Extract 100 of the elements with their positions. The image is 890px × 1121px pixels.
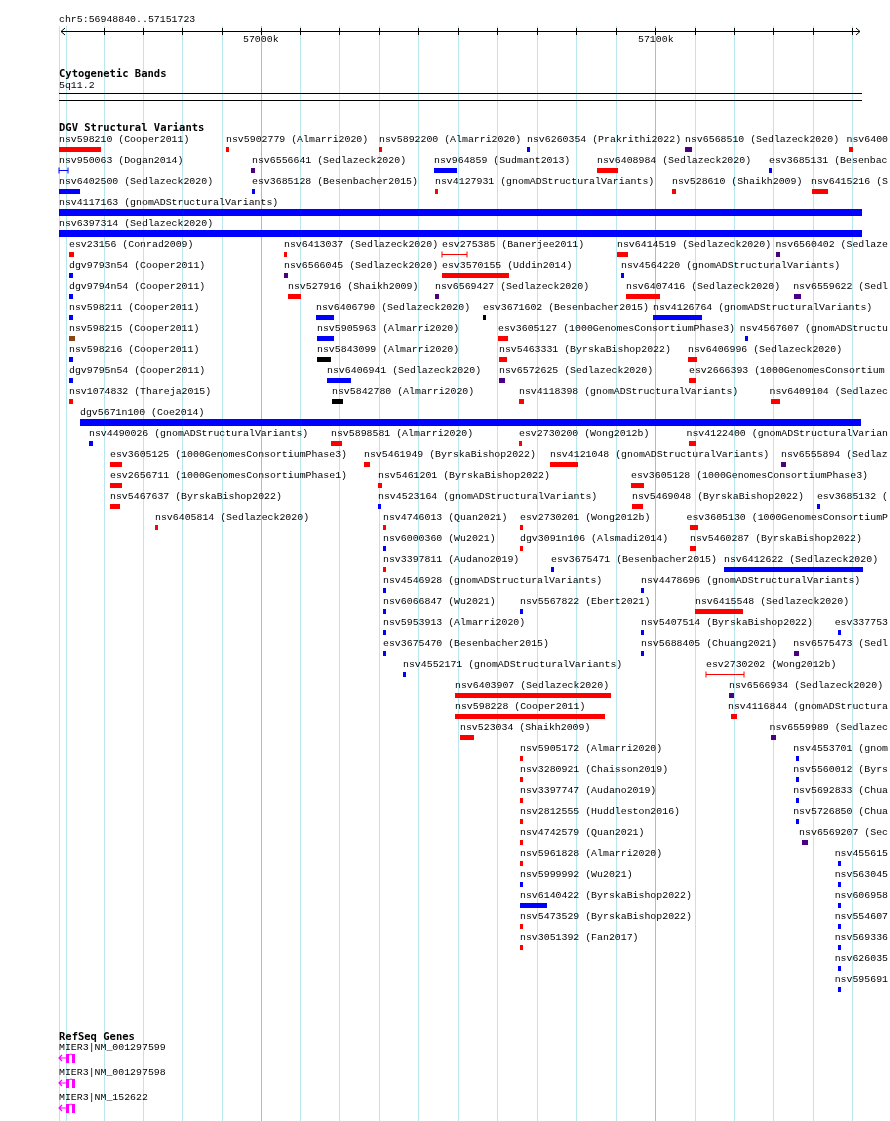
gene-label: MIER3|NM_001297598	[59, 1067, 166, 1079]
variant-label: nsv5567822 (Ebert2021)	[520, 596, 651, 608]
variant-label: nsv6569207 (Sec	[799, 827, 888, 839]
variant-label: nsv6566045 (Sedlazeck2020)	[284, 260, 439, 272]
variant-label: nsv598216 (Cooper2011)	[69, 344, 200, 356]
variant-label: nsv5905172 (Almarri2020)	[520, 743, 663, 755]
variant-label: nsv4478696 (gnomADStructuralVariants)	[641, 575, 861, 587]
variant-label: esv2730201 (Wong2012b)	[520, 512, 651, 524]
variant-label: nsv6560402 (Sedlaze	[775, 239, 888, 251]
axis-tick-label: 57100k	[638, 34, 674, 46]
variant-label: dgv3091n106 (Alsmadi2014)	[520, 533, 669, 545]
variant-label: nsv5461949 (ByrskaBishop2022)	[364, 449, 536, 461]
variant-label: esv3685128 (Besenbacher2015)	[252, 176, 418, 188]
variant-label: nsv4523164 (gnomADStructuralVariants)	[378, 491, 598, 503]
variant-label: nsv5461201 (ByrskaBishop2022)	[378, 470, 550, 482]
variant-label: nsv5726850 (Chua	[793, 806, 888, 818]
variant-label: nsv6412622 (Sedlazeck2020)	[724, 554, 879, 566]
variant-label: nsv4122400 (gnomADStructuralVarian	[686, 428, 888, 440]
variant-label: nsv4116844 (gnomADStructura	[728, 701, 888, 713]
variant-label: nsv554607	[834, 911, 888, 923]
variant-label: nsv606958	[834, 890, 888, 902]
variant-label: nsv6572625 (Sedlazeck2020)	[499, 365, 654, 377]
variant-label: esv337753	[834, 617, 888, 629]
variant-label: nsv6569427 (Sedlazeck2020)	[435, 281, 590, 293]
variant-label: esv2730200 (Wong2012b)	[519, 428, 650, 440]
variant-label: esv2730202 (Wong2012b)	[706, 659, 837, 671]
variant-label: esv3570155 (Uddin2014)	[442, 260, 573, 272]
variant-label: esv3685131 (Besenbac	[769, 155, 888, 167]
variant-label: nsv598215 (Cooper2011)	[69, 323, 200, 335]
variant-label: nsv5560012 (Byrs	[793, 764, 888, 776]
variant-label: esv3605127 (1000GenomesConsortiumPhase3)	[498, 323, 736, 335]
variant-label: nsv5692833 (Chua	[793, 785, 888, 797]
variant-label: nsv5842780 (Almarri2020)	[332, 386, 475, 398]
variant-label: nsv4746013 (Quan2021)	[383, 512, 508, 524]
variant-label: nsv5999992 (Wu2021)	[520, 869, 633, 881]
variant-label: nsv6559989 (Sedlazec	[769, 722, 888, 734]
variant-label: nsv455615	[834, 848, 888, 860]
variant-label: nsv6413037 (Sedlazeck2020)	[284, 239, 439, 251]
variant-label: nsv5407514 (ByrskaBishop2022)	[641, 617, 813, 629]
variant-label: nsv4546928 (gnomADStructuralVariants)	[383, 575, 603, 587]
variant-label: nsv3397811 (Audano2019)	[383, 554, 520, 566]
variant-label: esv2666393 (1000GenomesConsortium	[689, 365, 885, 377]
variant-label: nsv6406790 (Sedlazeck2020)	[316, 302, 471, 314]
variant-label: nsv5961828 (Almarri2020)	[520, 848, 663, 860]
variant-label: dgv9794n54 (Cooper2011)	[69, 281, 206, 293]
variant-label: nsv5892200 (Almarri2020)	[379, 134, 522, 146]
variant-label: esv3605130 (1000GenomesConsortiumP	[686, 512, 888, 524]
variant-label: nsv6407416 (Sedlazeck2020)	[626, 281, 781, 293]
variant-label: esv3675470 (Besenbacher2015)	[383, 638, 549, 650]
axis-tick-label: 57000k	[243, 34, 279, 46]
variant-label: nsv5905963 (Almarri2020)	[317, 323, 460, 335]
variant-label: esv3671602 (Besenbacher2015)	[483, 302, 649, 314]
variant-label: nsv3397747 (Audano2019)	[520, 785, 657, 797]
variant-label: nsv6402500 (Sedlazeck2020)	[59, 176, 214, 188]
variant-label: nsv1074832 (Thareja2015)	[69, 386, 212, 398]
position-label: chr5:56948840..57151723	[59, 14, 196, 26]
variant-label: esv23156 (Conrad2009)	[69, 239, 194, 251]
variant-label: nsv569336	[834, 932, 888, 944]
variant-label: nsv6408984 (Sedlazeck2020)	[597, 155, 752, 167]
variant-label: nsv4564220 (gnomADStructuralVariants)	[621, 260, 841, 272]
variant-label: nsv6575473 (Sedl	[793, 638, 888, 650]
variant-label: esv2656711 (1000GenomesConsortiumPhase1)	[110, 470, 348, 482]
variant-label: nsv595691	[834, 974, 888, 986]
variant-label: nsv6397314 (Sedlazeck2020)	[59, 218, 214, 230]
variant-label: nsv598211 (Cooper2011)	[69, 302, 200, 314]
variant-label: nsv5953913 (Almarri2020)	[383, 617, 526, 629]
variant-label: nsv598210 (Cooper2011)	[59, 134, 190, 146]
variant-label: dgv9795n54 (Cooper2011)	[69, 365, 206, 377]
variant-label: nsv4552171 (gnomADStructuralVariants)	[403, 659, 623, 671]
variant-label: nsv6556641 (Sedlazeck2020)	[252, 155, 407, 167]
variant-label: nsv527916 (Shaikh2009)	[288, 281, 419, 293]
variant-label: nsv5843099 (Almarri2020)	[317, 344, 460, 356]
variant-label: nsv6260354 (Prakrithi2022)	[527, 134, 682, 146]
variant-label: nsv528610 (Shaikh2009)	[672, 176, 803, 188]
variant-label: nsv4121048 (gnomADStructuralVariants)	[550, 449, 770, 461]
variant-label: nsv950063 (Dogan2014)	[59, 155, 184, 167]
variant-label: nsv5898581 (Almarri2020)	[331, 428, 474, 440]
gene-label: MIER3|NM_001297599	[59, 1042, 166, 1054]
variant-label: nsv6000360 (Wu2021)	[383, 533, 496, 545]
track-title: DGV Structural Variants	[59, 121, 205, 133]
variant-label: nsv5473529 (ByrskaBishop2022)	[520, 911, 692, 923]
variant-label: esv3675471 (Besenbacher2015)	[551, 554, 717, 566]
variant-label: nsv626035	[834, 953, 888, 965]
variant-label: nsv598228 (Cooper2011)	[455, 701, 586, 713]
variant-label: nsv5902779 (Almarri2020)	[226, 134, 369, 146]
track-title: RefSeq Genes	[59, 1030, 135, 1042]
variant-label: nsv563045	[834, 869, 888, 881]
variant-label: nsv5460287 (ByrskaBishop2022)	[690, 533, 862, 545]
gene-label: MIER3|NM_152622	[59, 1092, 148, 1104]
variant-label: nsv5467637 (ByrskaBishop2022)	[110, 491, 282, 503]
variant-label: nsv6406941 (Sedlazeck2020)	[327, 365, 482, 377]
variant-label: nsv6406996 (Sedlazeck2020)	[688, 344, 843, 356]
band-label: 5q11.2	[59, 80, 95, 92]
variant-label: nsv6415216 (S	[810, 176, 888, 188]
variant-label: esv275385 (Banerjee2011)	[442, 239, 585, 251]
track-title: Cytogenetic Bands	[59, 67, 167, 79]
variant-label: nsv6568510 (Sedlazeck2020)	[685, 134, 840, 146]
variant-label: nsv4117163 (gnomADStructuralVariants)	[59, 197, 279, 209]
variant-label: nsv4553701 (gnom	[793, 743, 888, 755]
variant-label: dgv9793n54 (Cooper2011)	[69, 260, 206, 272]
